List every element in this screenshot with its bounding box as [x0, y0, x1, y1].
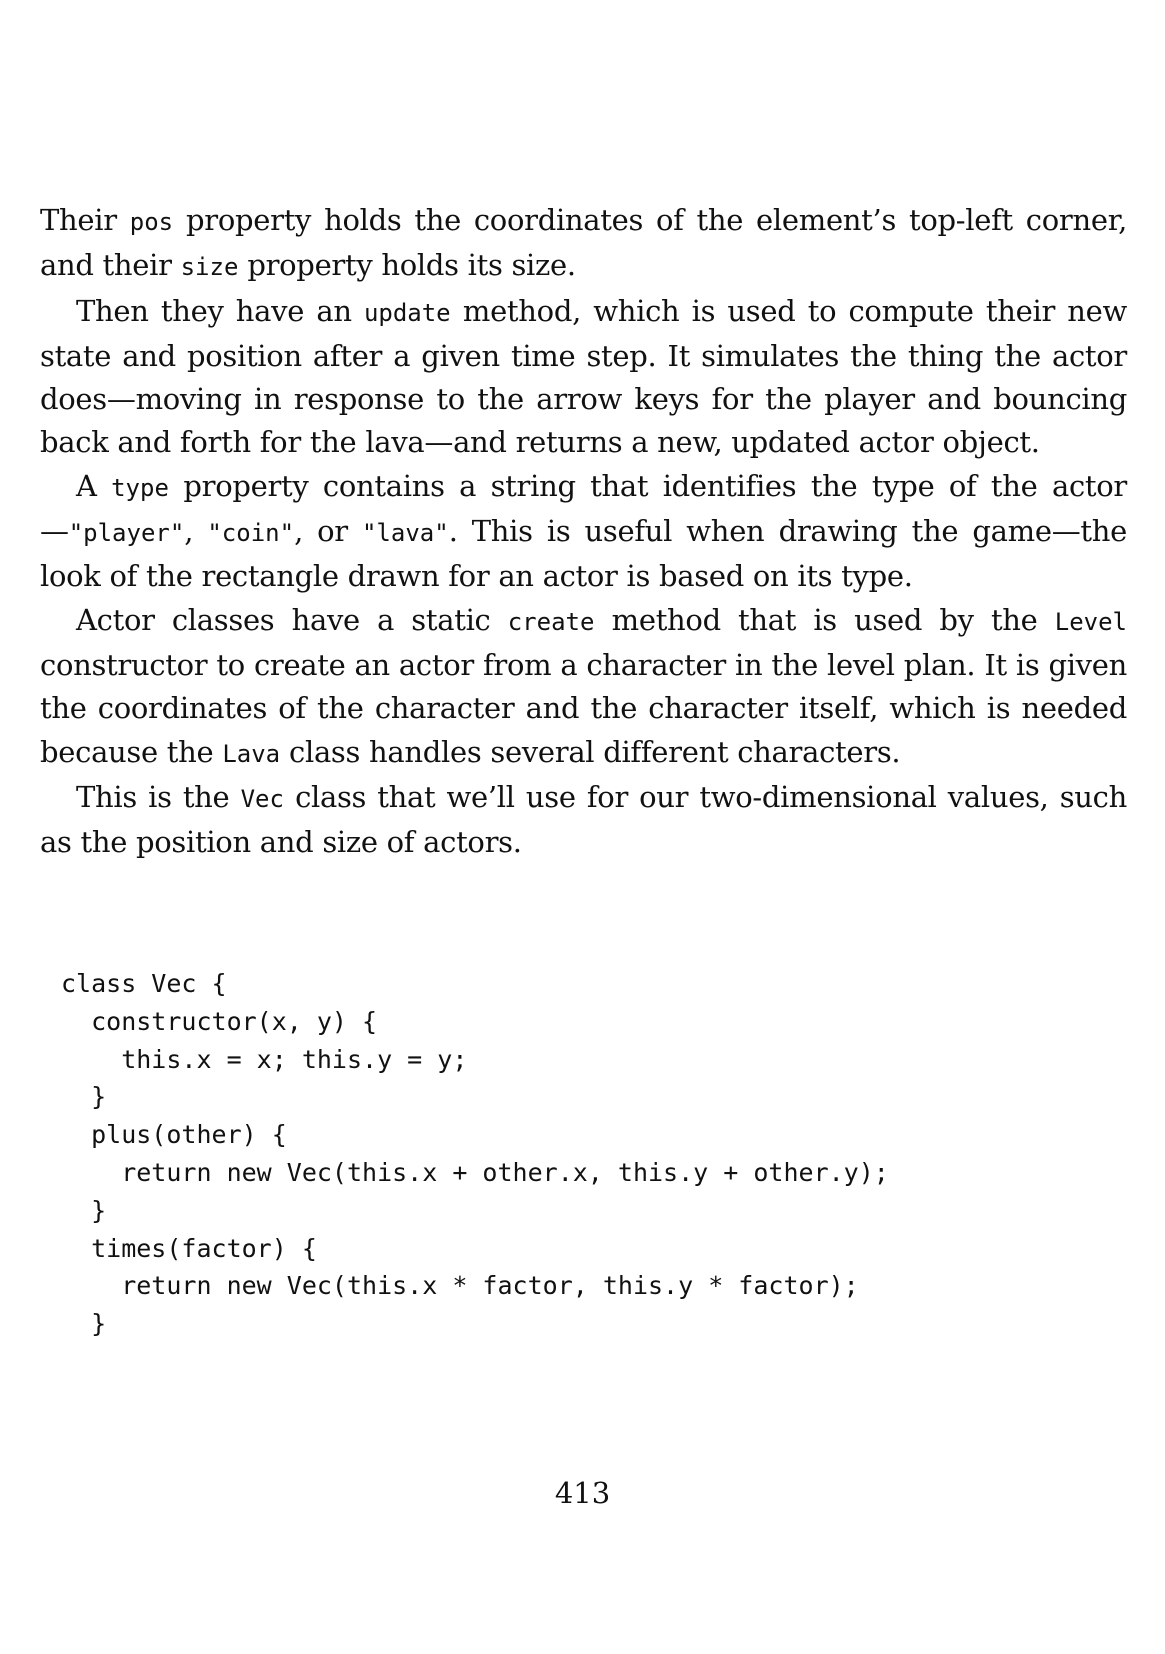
text-run: This is the — [76, 779, 241, 814]
inline-code: pos — [129, 208, 174, 236]
code-listing: class Vec { constructor(x, y) { this.x =… — [61, 965, 889, 1343]
code-line: return new Vec(this.x * factor, this.y *… — [61, 1271, 859, 1301]
text-run: property contains a string that identifi… — [40, 468, 1127, 549]
inline-code: "lava" — [361, 519, 449, 548]
inline-code: "coin" — [207, 519, 295, 548]
inline-code: "player" — [68, 519, 185, 548]
inline-code: Level — [1054, 607, 1127, 636]
code-line: return new Vec(this.x + other.x, this.y … — [61, 1157, 889, 1187]
text-run: class handles several different characte… — [280, 734, 901, 769]
text-run: A — [76, 468, 112, 503]
inline-code: update — [363, 298, 451, 327]
code-line: } — [61, 1082, 107, 1112]
book-page-body: Their pos property holds the coordinates… — [40, 199, 1127, 864]
paragraph-p1: Their pos property holds the coordinates… — [40, 199, 1127, 290]
text-run: method, which is used to compute their n… — [40, 293, 1127, 460]
inline-code: Lava — [222, 739, 281, 768]
text-run: class that we’ll use for our two-dimensi… — [40, 779, 1128, 860]
code-line: plus(other) { — [61, 1120, 287, 1150]
paragraph-p4: Actor classes have a static create metho… — [40, 599, 1127, 776]
text-run: Actor classes have a static — [76, 602, 508, 637]
prose-section: Their pos property holds the coordinates… — [40, 199, 1127, 864]
inline-code: size — [180, 253, 239, 282]
text-run: property holds its size. — [238, 248, 576, 283]
text-run: , or — [294, 514, 362, 549]
text-run: property holds the coordinates of the el… — [40, 203, 1127, 283]
text-run: Then they have an — [76, 293, 364, 328]
code-line: } — [61, 1195, 107, 1225]
page-number: 413 — [554, 1476, 611, 1510]
code-line: this.x = x; this.y = y; — [61, 1044, 468, 1074]
text-run: Their — [40, 203, 130, 237]
paragraph-p5: This is the Vec class that we’ll use for… — [40, 776, 1127, 865]
paragraph-p2: Then they have an update method, which i… — [40, 290, 1127, 465]
text-run: method that is used by the — [594, 602, 1055, 637]
code-line: class Vec { — [61, 969, 227, 998]
inline-code: Vec — [240, 784, 284, 813]
text-run: . This is useful when drawing the game—t… — [40, 514, 1127, 594]
code-line: constructor(x, y) { — [61, 1006, 378, 1036]
inline-code: type — [111, 473, 169, 502]
code-line: } — [61, 1309, 107, 1339]
text-run: constructor to create an actor from a ch… — [40, 647, 1127, 769]
paragraph-p3: A type property contains a string that i… — [40, 465, 1127, 599]
code-line: times(factor) { — [61, 1233, 317, 1263]
inline-code: create — [507, 607, 595, 636]
text-run: , — [184, 514, 208, 549]
